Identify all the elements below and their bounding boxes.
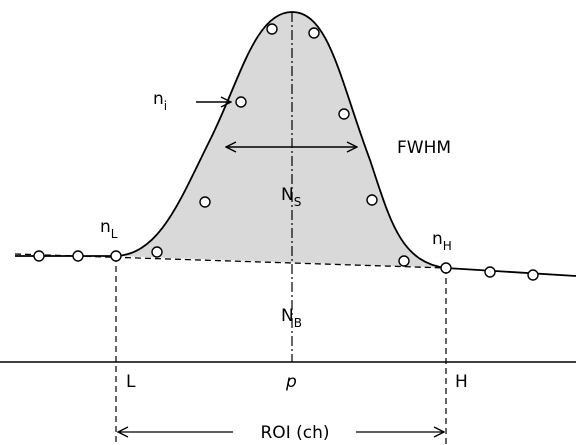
label-h: H xyxy=(455,372,468,392)
data-point xyxy=(398,255,410,267)
data-point xyxy=(72,250,84,262)
data-points xyxy=(33,23,539,281)
label-n-l: nL xyxy=(100,217,118,241)
data-point-nh xyxy=(440,262,452,274)
peak-area xyxy=(116,12,446,268)
label-n-i: ni xyxy=(153,89,167,113)
data-point xyxy=(527,269,539,281)
data-point-ni xyxy=(235,96,247,108)
data-point xyxy=(484,266,496,278)
data-point xyxy=(151,246,163,258)
label-n-s: NS xyxy=(281,185,301,209)
data-point xyxy=(366,194,378,206)
data-point-nl xyxy=(110,250,122,262)
data-point xyxy=(33,250,45,262)
data-point xyxy=(199,196,211,208)
label-n-h: nH xyxy=(432,229,452,253)
label-p: p xyxy=(285,372,297,392)
label-roi: ROI (ch) xyxy=(261,423,330,443)
data-point xyxy=(266,23,278,35)
data-point xyxy=(338,108,350,120)
data-point xyxy=(308,27,320,39)
label-fwhm: FWHM xyxy=(397,138,451,158)
label-l: L xyxy=(126,372,136,392)
label-n-b: NB xyxy=(281,306,302,330)
